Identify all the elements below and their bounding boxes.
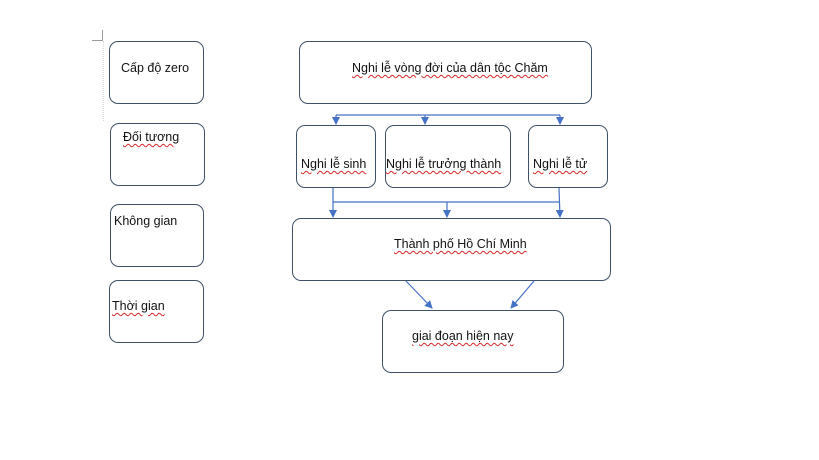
subject-box: Đối tương (110, 123, 205, 186)
root-box: Nghi lễ vòng đời của dân tộc Chăm (299, 41, 592, 104)
death-rite-box: Nghi lễ tử (528, 125, 608, 188)
city-label: Thành phố Hồ Chí Minh (394, 237, 527, 251)
birth-rite-box: Nghi lễ sinh (296, 125, 376, 188)
period-box: giai đoạn hiện nay (382, 310, 564, 373)
space-label: Không gian (114, 214, 178, 228)
arrow-death-to-city (555, 187, 564, 218)
text-margin-corner-mark (92, 30, 103, 41)
time-box: Thời gian (109, 280, 204, 343)
time-label: Thời gian (112, 299, 165, 313)
city-box: Thành phố Hồ Chí Minh (292, 218, 611, 281)
death-rite-label: Nghi lễ tử (533, 157, 588, 171)
arrow-city-to-period-right (510, 280, 535, 309)
adulthood-rite-box: Nghi lễ trưởng thành (385, 125, 511, 188)
subject-label: Đối tương (123, 130, 180, 144)
scope-box: Cấp độ zero (109, 41, 204, 104)
text-margin-guide (103, 41, 104, 121)
root-label: Nghi lễ vòng đời của dân tộc Chăm (352, 61, 548, 75)
period-label: giai đoạn hiện nay (412, 329, 514, 343)
arrow-city-to-period-left (405, 280, 433, 309)
adulthood-rite-label: Nghi lễ trưởng thành (386, 157, 502, 171)
space-box: Không gian (110, 204, 204, 267)
scope-label: Cấp độ zero (121, 61, 190, 75)
birth-rite-label: Nghi lễ sinh (301, 157, 367, 171)
